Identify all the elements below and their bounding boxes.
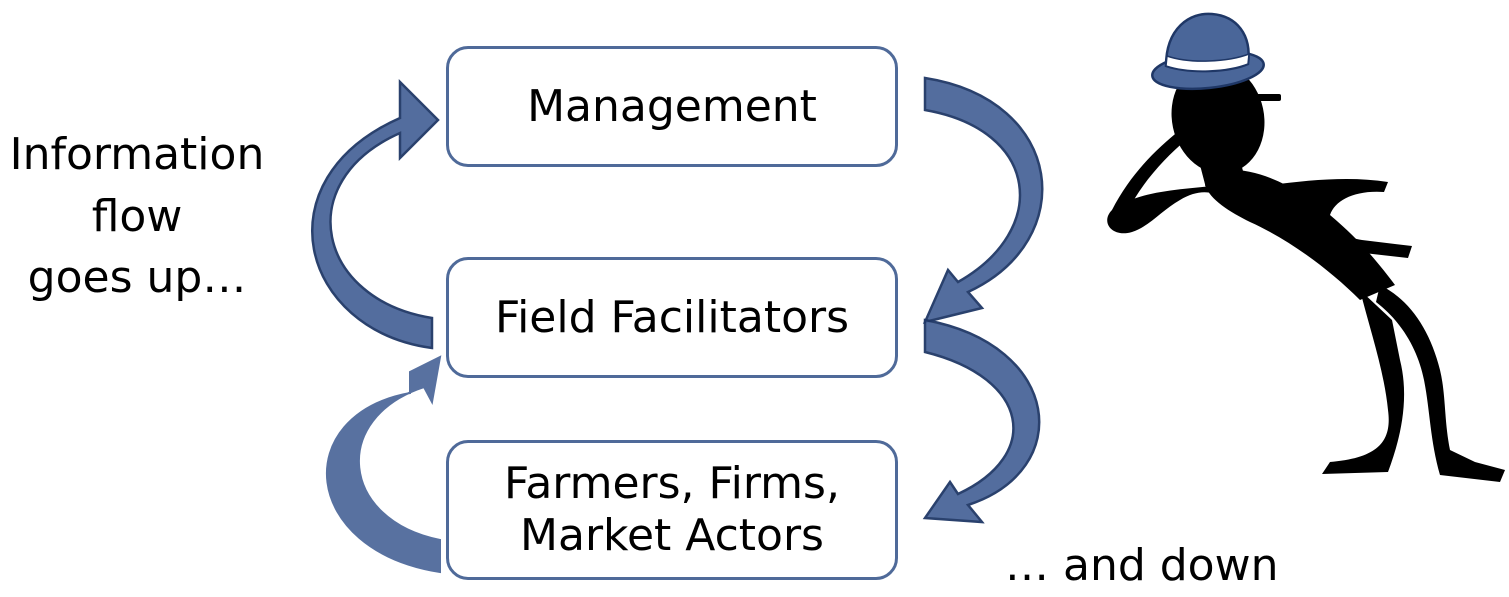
arrow-down-upper bbox=[922, 76, 1044, 324]
listening-man-figure bbox=[1107, 12, 1505, 482]
info-text-line3: goes up… bbox=[27, 252, 247, 304]
farmers-label-line1: Farmers, Firms, bbox=[504, 458, 840, 510]
field-facilitators-label: Field Facilitators bbox=[494, 291, 850, 343]
info-text-line2: flow bbox=[91, 190, 183, 242]
man-silhouette bbox=[1107, 62, 1505, 482]
hat-icon bbox=[1151, 12, 1265, 91]
farmers-label: Farmers, Firms, Market Actors bbox=[504, 458, 840, 562]
arrow-down-lower bbox=[922, 318, 1041, 524]
farmers-label-line2: Market Actors bbox=[520, 510, 824, 561]
information-flow-text: Information flow goes up… bbox=[6, 124, 268, 309]
management-label: Management bbox=[527, 80, 817, 132]
info-text-line1: Information bbox=[9, 129, 265, 180]
arrow-up-lower bbox=[325, 355, 442, 574]
management-box: Management bbox=[446, 46, 898, 167]
field-facilitators-box: Field Facilitators bbox=[446, 257, 898, 378]
arrow-up-upper bbox=[311, 78, 440, 350]
flow-arrows bbox=[311, 76, 1044, 574]
